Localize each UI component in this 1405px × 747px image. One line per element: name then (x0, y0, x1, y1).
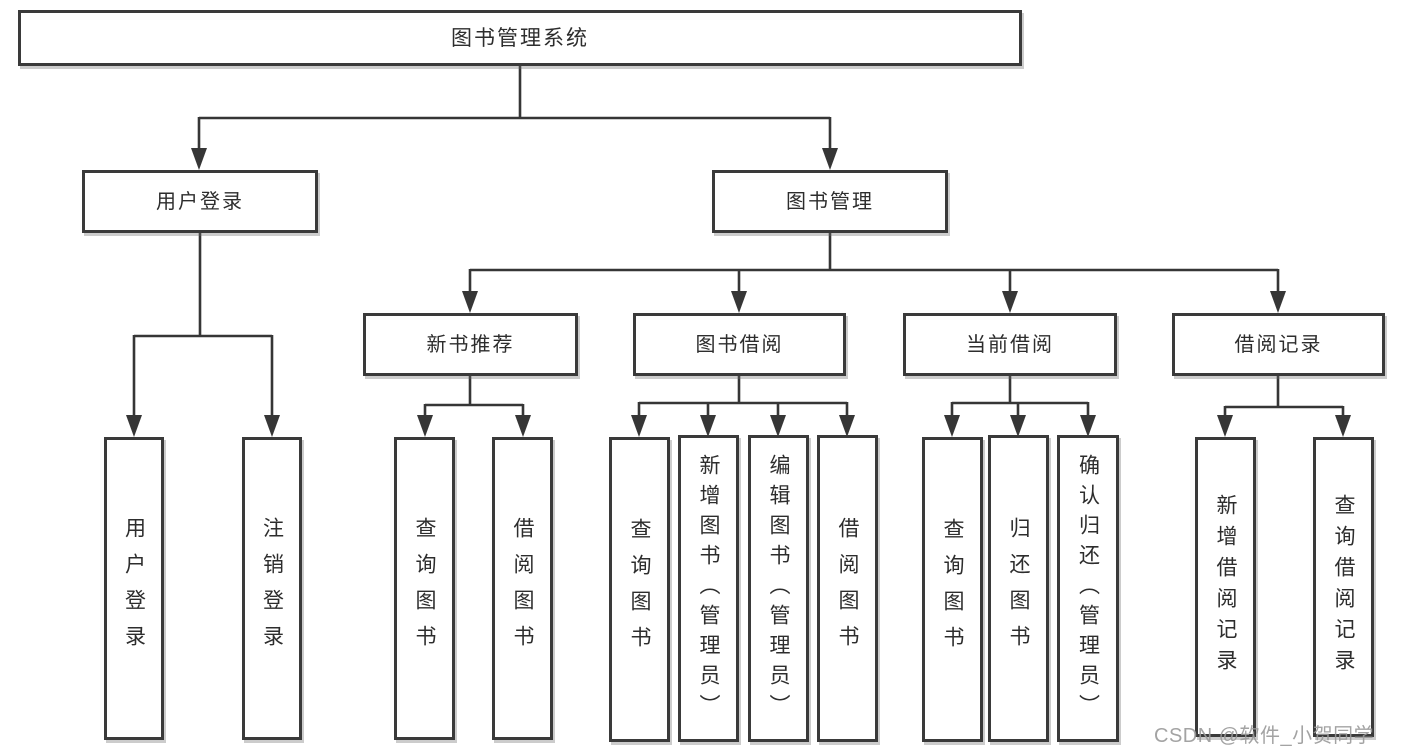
leaf-user-login: 用户登录 (104, 437, 164, 740)
node-borrow-records: 借阅记录 (1172, 313, 1385, 376)
watermark: CSDN @软件_小贺同学 (1154, 725, 1375, 747)
leaf-query-books-3: 查询图书 (922, 437, 983, 742)
node-new-book-recommend: 新书推荐 (363, 313, 578, 376)
leaf-query-borrow-record-label: 查询借阅记录 (1332, 494, 1355, 680)
node-book-borrow: 图书借阅 (633, 313, 846, 376)
leaf-return-books: 归还图书 (988, 435, 1049, 742)
leaf-return-books-label: 归还图书 (1007, 516, 1030, 661)
leaf-query-books-2-label: 查询图书 (628, 517, 651, 662)
leaf-query-books-3-label: 查询图书 (941, 517, 964, 662)
leaf-add-borrow-record: 新增借阅记录 (1195, 437, 1256, 737)
leaf-confirm-return-admin-label: 确认归还（管理员） (1076, 453, 1100, 724)
node-borrow-records-label: 借阅记录 (1234, 333, 1323, 356)
leaf-edit-book-admin-label: 编辑图书（管理员） (767, 453, 790, 724)
leaf-edit-book-admin: 编辑图书（管理员） (748, 435, 809, 742)
leaf-query-books-1: 查询图书 (394, 437, 455, 740)
leaf-logout: 注销登录 (242, 437, 302, 740)
leaf-borrow-books-2-label: 借阅图书 (836, 516, 859, 661)
node-root-library-system: 图书管理系统 (18, 10, 1022, 66)
leaf-borrow-books-1: 借阅图书 (492, 437, 553, 740)
leaf-borrow-books-1-label: 借阅图书 (511, 516, 534, 661)
node-user-login: 用户登录 (82, 170, 318, 233)
node-new-book-recommend-label: 新书推荐 (426, 333, 515, 356)
leaf-borrow-books-2: 借阅图书 (817, 435, 878, 742)
leaf-add-book-admin-label: 新增图书（管理员） (697, 453, 720, 724)
node-current-borrow-label: 当前借阅 (966, 333, 1054, 356)
leaf-add-book-admin: 新增图书（管理员） (678, 435, 739, 742)
leaf-query-books-2: 查询图书 (609, 437, 670, 742)
leaf-query-books-1-label: 查询图书 (413, 516, 436, 661)
leaf-add-borrow-record-label: 新增借阅记录 (1214, 494, 1237, 680)
leaf-confirm-return-admin: 确认归还（管理员） (1057, 435, 1119, 742)
leaf-query-borrow-record: 查询借阅记录 (1313, 437, 1374, 737)
node-current-borrow: 当前借阅 (903, 313, 1117, 376)
node-book-management-label: 图书管理 (786, 190, 874, 213)
node-root-label: 图书管理系统 (451, 26, 589, 50)
leaf-user-login-label: 用户登录 (122, 516, 146, 661)
node-user-login-label: 用户登录 (156, 190, 244, 213)
node-book-management: 图书管理 (712, 170, 948, 233)
leaf-logout-label: 注销登录 (260, 516, 284, 661)
node-book-borrow-label: 图书借阅 (695, 333, 784, 356)
